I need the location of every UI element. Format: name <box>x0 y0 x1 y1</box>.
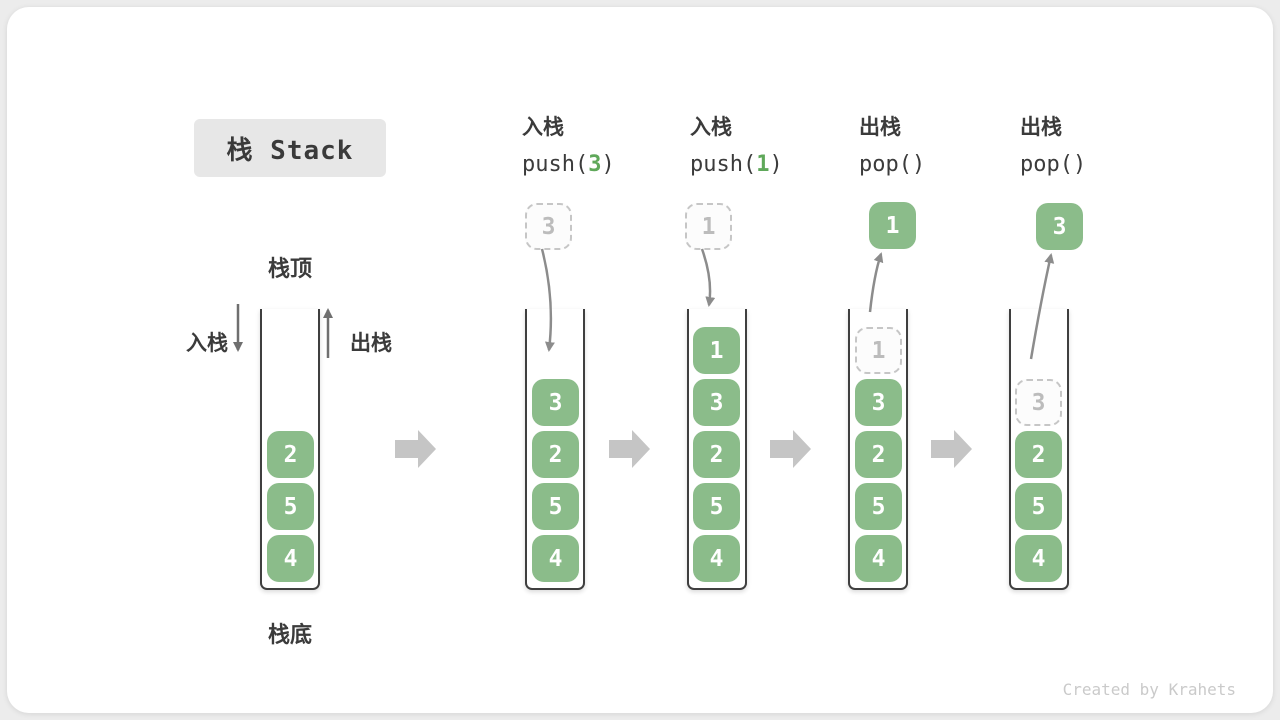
stack-bottom-label: 栈底 <box>267 623 312 648</box>
op-label-pop-2: 出栈 pop() <box>1020 111 1086 177</box>
stack-cell: 5 <box>693 483 740 530</box>
op-label-pop-1: 出栈 pop() <box>859 111 925 177</box>
pushed-value-ghost: 1 <box>685 203 732 250</box>
op-code-arg: 3 <box>588 152 602 177</box>
op-code: pop() <box>859 152 925 177</box>
popped-slot-ghost: 3 <box>1015 379 1062 426</box>
diagram-card: 栈 Stack 入栈 push(3) 入栈 push(1) 出栈 pop() 出… <box>7 7 1273 713</box>
op-name: 入栈 <box>690 115 732 139</box>
pushed-value-ghost: 3 <box>525 203 572 250</box>
op-code-post: ) <box>1072 152 1087 177</box>
op-code-post: ) <box>601 152 615 177</box>
op-code-post: ) <box>769 152 783 177</box>
stack-cell: 4 <box>855 535 902 582</box>
op-code-post: ) <box>911 152 926 177</box>
push-direction-label: 入栈 <box>186 331 228 355</box>
stack-cell: 5 <box>532 483 579 530</box>
op-code: push(3) <box>522 152 615 177</box>
stack-cell: 2 <box>267 431 314 478</box>
op-code-pre: pop( <box>1020 152 1073 177</box>
stack-cell: 5 <box>855 483 902 530</box>
stack-cell: 2 <box>693 431 740 478</box>
stack-cell: 4 <box>693 535 740 582</box>
stack-cell: 5 <box>267 483 314 530</box>
stack-cell: 5 <box>1015 483 1062 530</box>
op-name: 入栈 <box>522 115 564 139</box>
op-code-pre: push( <box>522 152 589 177</box>
credit-text: Created by Krahets <box>1062 680 1236 699</box>
stack-cell: 4 <box>267 535 314 582</box>
op-code: push(1) <box>690 152 783 177</box>
op-name: 出栈 <box>859 115 901 139</box>
stack-cell: 2 <box>855 431 902 478</box>
stack-cell: 2 <box>532 431 579 478</box>
stack-cell: 1 <box>693 327 740 374</box>
op-code-pre: push( <box>690 152 757 177</box>
stack-cell: 3 <box>693 379 740 426</box>
stack-cell: 3 <box>532 379 579 426</box>
op-label-push-3: 入栈 push(3) <box>522 111 615 177</box>
popped-slot-ghost: 1 <box>855 327 902 374</box>
op-code-arg: 1 <box>756 152 770 177</box>
diagram-title-text: 栈 Stack <box>226 135 354 166</box>
op-code: pop() <box>1020 152 1086 177</box>
op-label-push-1: 入栈 push(1) <box>690 111 783 177</box>
op-code-pre: pop( <box>859 152 912 177</box>
pop-direction-label: 出栈 <box>350 331 392 355</box>
stack-cell: 3 <box>855 379 902 426</box>
popped-value-cell: 3 <box>1036 203 1083 250</box>
stack-cell: 2 <box>1015 431 1062 478</box>
stack-cell: 4 <box>1015 535 1062 582</box>
diagram-title: 栈 Stack <box>194 119 386 177</box>
stack-top-label: 栈顶 <box>267 257 312 282</box>
stack-cell: 4 <box>532 535 579 582</box>
op-name: 出栈 <box>1020 115 1062 139</box>
popped-value-cell: 1 <box>869 202 916 249</box>
